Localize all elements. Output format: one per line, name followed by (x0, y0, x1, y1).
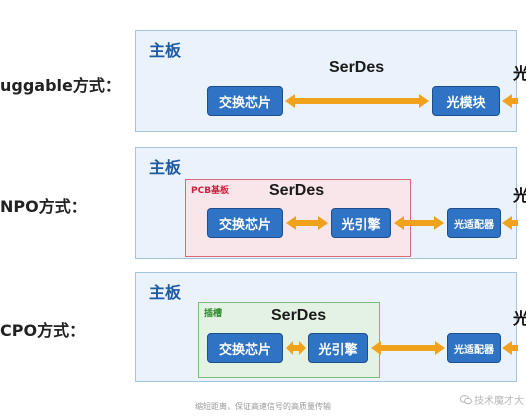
row-label-cpo: CPO方式： (0, 321, 86, 340)
serdes-label: SerDes (269, 182, 325, 199)
bidirectional-arrow-right (502, 216, 518, 230)
watermark: 技术魔才大 (460, 392, 524, 407)
edge-char: 光 (513, 186, 526, 205)
bidirectional-arrow-right (502, 94, 518, 108)
serdes-label: SerDes (271, 307, 327, 324)
bidirectional-arrow (285, 94, 429, 108)
switch-chip: 交换芯片 (207, 86, 283, 116)
mainboard-panel-cpo: 主板 插槽 SerDes 交换芯片 光引擎 光适配器 (135, 272, 518, 382)
bidirectional-arrow (394, 216, 444, 230)
switch-chip: 交换芯片 (207, 333, 283, 363)
optical-engine-chip: 光引擎 (308, 333, 368, 363)
bidirectional-arrow-right (502, 341, 518, 355)
panel-title: 主板 (149, 158, 182, 177)
wechat-icon (460, 394, 472, 404)
mainboard-panel-npo: 主板 PCB基板 SerDes 交换芯片 光引擎 光适配器 (135, 147, 518, 259)
pcb-substrate-tag: PCB基板 (191, 186, 230, 196)
caption: 缩短距离，保证高速信号的高质量传输 (195, 402, 331, 411)
serdes-label: SerDes (329, 59, 385, 76)
watermark-text: 技术魔才大 (474, 396, 524, 407)
row-label-pluggable: uggable方式： (0, 76, 121, 95)
optical-module-chip: 光模块 (432, 86, 500, 116)
panel-title: 主板 (149, 41, 182, 60)
mainboard-panel-pluggable: 主板 SerDes 交换芯片 光模块 (135, 30, 518, 132)
panel-title: 主板 (149, 283, 182, 302)
bidirectional-arrow (371, 341, 445, 355)
row-label-npo: NPO方式： (0, 197, 87, 216)
bidirectional-arrow (286, 216, 328, 230)
optical-adapter-chip: 光适配器 (447, 333, 501, 363)
switch-chip: 交换芯片 (207, 208, 283, 238)
optical-adapter-chip: 光适配器 (447, 208, 501, 238)
bidirectional-arrow (286, 341, 306, 355)
socket-tag: 插槽 (204, 309, 223, 319)
edge-char: 光 (513, 309, 526, 328)
edge-char: 光 (513, 64, 526, 83)
optical-engine-chip: 光引擎 (331, 208, 391, 238)
